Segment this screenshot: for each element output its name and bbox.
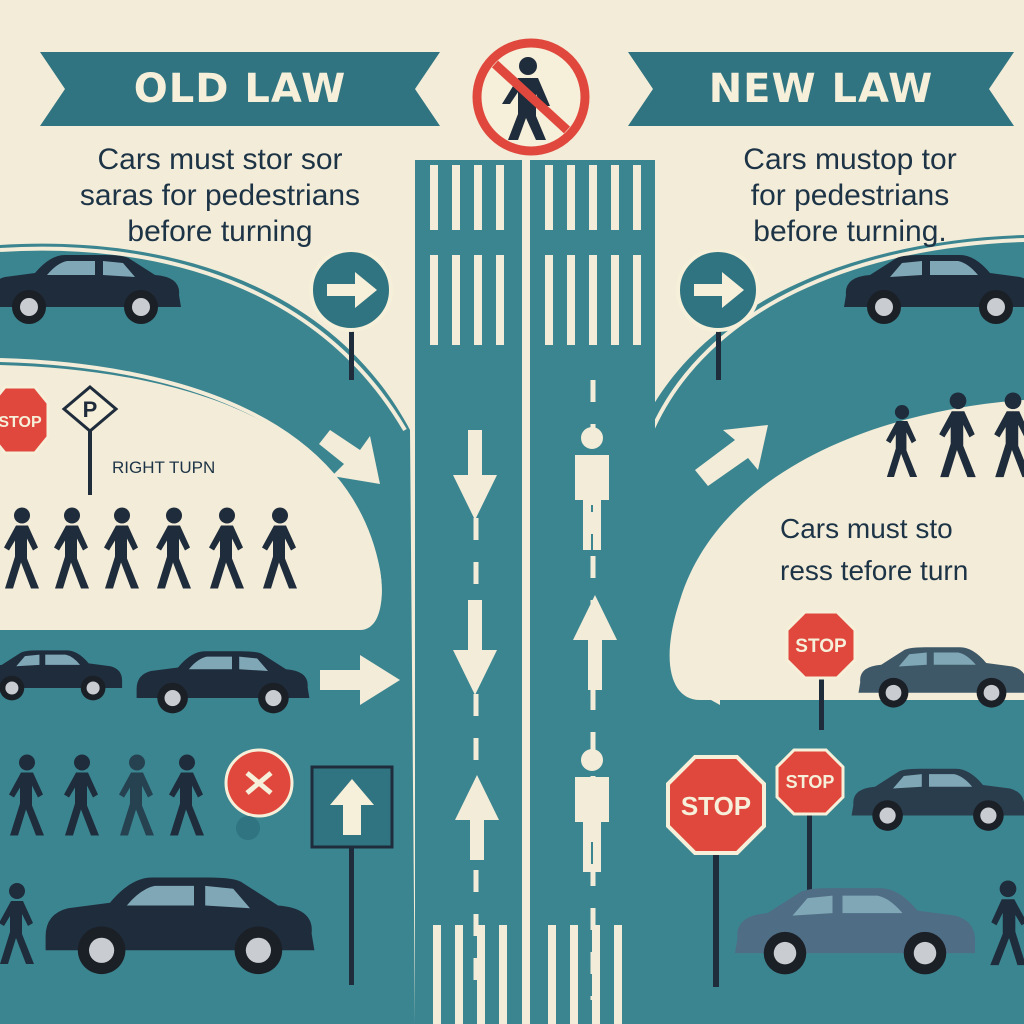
car-right-middle	[858, 647, 1024, 708]
svg-text:STOP: STOP	[786, 772, 835, 792]
stop-sign-right-big: STOP	[666, 755, 766, 987]
right-turn-label: RIGHT TUPN	[112, 458, 216, 477]
car-top-right	[844, 255, 1024, 324]
pedestrian	[4, 507, 39, 589]
pedestrian	[9, 754, 44, 836]
new-law-banner: NEW LAW	[628, 52, 1014, 126]
old-law-title: OLD LAW	[133, 66, 347, 112]
road-pedestrians	[575, 427, 609, 872]
right-arrow-sign-left	[309, 250, 393, 380]
parking-sign: P	[61, 385, 119, 495]
pedestrian	[156, 507, 191, 589]
pedestrian	[64, 754, 99, 836]
stop-sign-right-top: STOP	[785, 610, 857, 730]
car-suv-left	[0, 650, 123, 701]
car-sedan-left	[136, 651, 310, 714]
old-law-banner: OLD LAW	[40, 52, 440, 126]
car-right-bottom	[735, 888, 975, 975]
pedestrian	[54, 507, 89, 589]
up-arrow-sign	[310, 765, 394, 985]
stop-sign-right-small: STOP	[775, 748, 845, 898]
old-law-caption: Cars must stor sor saras for pedestrians…	[79, 143, 361, 248]
svg-text:STOP: STOP	[681, 791, 751, 821]
car-top-left	[0, 255, 181, 324]
no-pedestrian-icon	[472, 38, 590, 156]
car-pickup-left	[45, 877, 315, 975]
pedestrian	[994, 392, 1024, 478]
pedestrian	[209, 507, 244, 589]
pedestrian	[886, 405, 918, 477]
svg-text:STOP: STOP	[795, 636, 847, 657]
stop-sign-left: STOP	[0, 385, 50, 455]
new-law-caption: Cars mustop tor for pedestrians before t…	[743, 143, 957, 248]
pedestrian	[119, 754, 154, 836]
crosswalk-top	[430, 165, 641, 345]
road-arrows	[319, 425, 768, 860]
pedestrian	[990, 880, 1024, 966]
new-law-side-caption: Cars must sto ress tefore turn	[780, 513, 969, 586]
pedestrian	[939, 392, 976, 478]
crosswalk-bottom	[433, 925, 622, 1024]
red-circle-sign	[224, 748, 294, 840]
pedestrian	[169, 754, 204, 836]
right-arrow-sign-right	[676, 250, 760, 380]
parking-letter: P	[83, 397, 98, 422]
svg-text:STOP: STOP	[0, 414, 42, 431]
pedestrian	[0, 883, 34, 964]
car-right-lower	[851, 768, 1024, 831]
pedestrian	[262, 507, 297, 589]
new-law-title: NEW LAW	[708, 66, 934, 112]
pedestrian	[104, 507, 139, 589]
